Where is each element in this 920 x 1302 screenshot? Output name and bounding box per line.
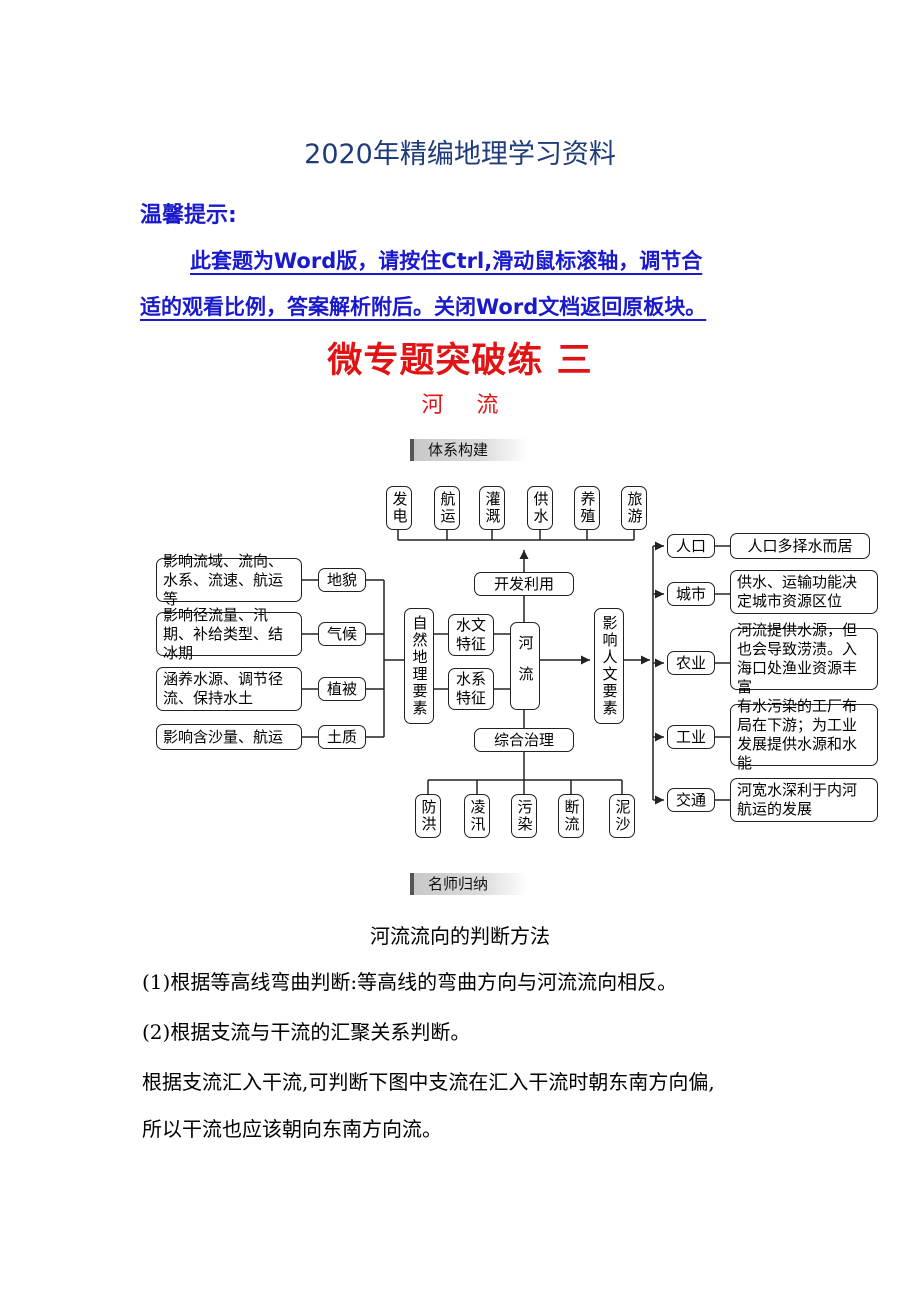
human-item-industry: 工业 [667,725,715,749]
use-box-tourism: 旅游 [621,486,647,530]
section-tag-summary: 名师归纳 [410,873,529,895]
factor-effect-climate: 影响径流量、汛期、补给类型、结冰期 [156,606,302,662]
human-effect-transport: 河宽水深利于内河航运的发展 [730,778,878,822]
factor-landform: 地貌 [318,568,366,592]
factor-effect-soil: 影响含沙量、航运 [156,724,302,750]
issue-box-pollution: 污染 [511,794,537,838]
body-paragraph-1: (1)根据等高线弯曲判断:等高线的弯曲方向与河流流向相反。 [142,970,678,994]
tip-heading: 温馨提示: [140,203,237,228]
use-box-irrigation: 灌溉 [479,486,505,530]
use-box-water-supply: 供水 [527,486,553,530]
human-item-agriculture: 农业 [667,651,715,675]
human-effect-city: 供水、运输功能决定城市资源区位 [730,570,878,614]
human-item-city: 城市 [667,582,715,606]
develop-box: 开发利用 [474,572,574,596]
system-feature-box: 水系特征 [448,668,494,710]
human-effect-agriculture: 河流提供水源，但也会导致涝渍。入海口处渔业资源丰富 [730,621,878,696]
human-item-transport: 交通 [667,788,715,812]
hydro-feature-box: 水文特征 [448,614,494,656]
body-paragraph-4: 所以干流也应该朝向东南方向流。 [142,1117,442,1141]
factor-soil: 土质 [318,725,366,749]
human-effect-population: 人口多择水而居 [730,533,870,559]
human-effect-industry: 有水污染的工厂布局在下游；为工业发展提供水源和水能 [730,697,878,772]
use-box-aquaculture: 养殖 [574,486,600,530]
human-item-population: 人口 [667,534,715,558]
body-paragraph-2: (2)根据支流与干流的汇聚关系判断。 [142,1020,471,1044]
tip-line-1: 此套题为Word版，请按住Ctrl,滑动鼠标滚轴，调节合 [190,249,703,273]
use-box-power: 发电 [386,486,412,530]
factor-vegetation: 植被 [318,677,366,701]
main-title: 微专题突破练 三 [327,340,593,381]
human-factors-box: 影响人文要素 [594,608,624,724]
tip-line-2: 适的观看比例，答案解析附后。关闭Word文档返回原板块。 [140,295,707,319]
factor-effect-landform: 影响流域、流向、水系、流速、航运等 [156,552,302,608]
issue-box-sediment: 泥沙 [609,794,635,838]
document-header-title: 2020年精编地理学习资料 [304,139,616,170]
body-heading: 河流流向的判断方法 [370,924,550,948]
factor-effect-vegetation: 涵养水源、调节径流、保持水土 [156,667,302,711]
factor-climate: 气候 [318,622,366,646]
issue-box-cutoff: 断流 [558,794,584,838]
river-box: 河流 [510,622,540,710]
section-tag-system: 体系构建 [410,439,529,461]
natural-factors-box: 自然地理要素 [404,608,434,724]
issue-box-ice-flood: 凌汛 [464,794,490,838]
diagram-connectors [302,530,730,805]
issue-box-flood: 防洪 [415,794,441,838]
body-paragraph-3: 根据支流汇入干流,可判断下图中支流在汇入干流时朝东南方向偏, [142,1070,715,1094]
manage-box: 综合治理 [474,728,574,752]
sub-title: 河 流 [421,393,499,418]
use-box-shipping: 航运 [434,486,460,530]
